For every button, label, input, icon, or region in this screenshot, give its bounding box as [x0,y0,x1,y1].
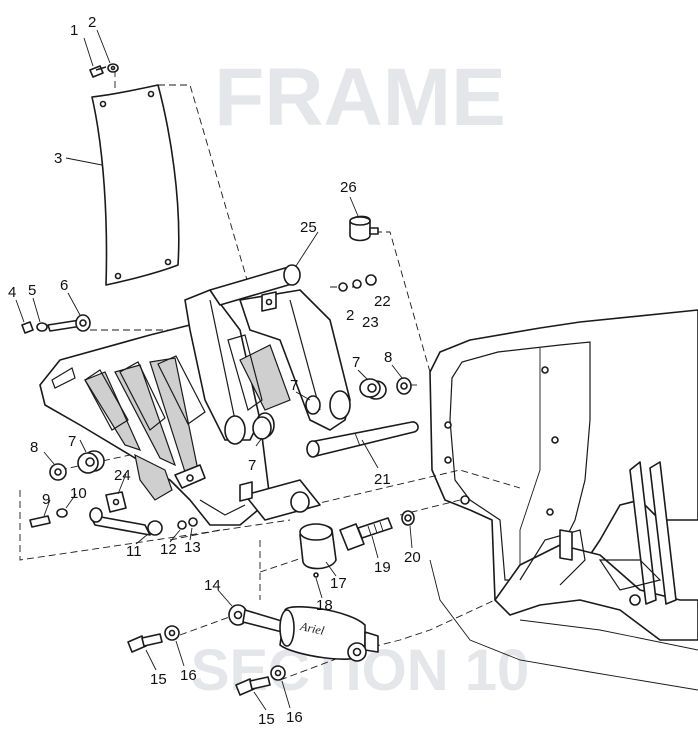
callout-21: 21 [374,471,391,488]
callout-23: 23 [362,314,379,331]
callout-16a: 16 [180,667,197,684]
left-spindle-bolt [21,314,91,334]
chain-adjuster [29,491,198,536]
callout-16b: 16 [286,709,303,726]
callout-8a: 8 [384,349,392,366]
callout-26: 26 [340,179,357,196]
callout-7b: 7 [68,433,76,450]
top-bolt-washer [89,63,119,78]
callout-17: 17 [330,575,347,592]
callout-10: 10 [70,485,87,502]
callout-13: 13 [184,539,201,556]
shock-cup [299,523,337,578]
callouts: 1 2 3 4 5 6 7 8 2 23 22 7 8 7 7 25 26 21… [8,14,421,728]
callout-7d: 7 [248,457,256,474]
callout-3: 3 [54,150,62,167]
bump-stop [349,215,379,242]
shock-pins [127,625,286,696]
callout-15a: 15 [150,671,167,688]
callout-22: 22 [374,293,391,310]
frame-section [429,309,698,691]
callout-2: 2 [88,14,96,31]
pivot-spindle [306,421,419,458]
callout-14: 14 [204,577,221,594]
swing-arm-casting [39,264,351,526]
shock-brand-label: Ariel [298,619,326,638]
callout-5: 5 [28,282,36,299]
chain-guard [134,453,173,501]
callout-19: 19 [374,559,391,576]
bleed-title-top: FRAME [214,52,506,143]
pivot-bushes [49,377,412,481]
shock-mount-bolt [339,510,415,551]
callout-8b: 8 [30,439,38,456]
callout-15b: 15 [258,711,275,728]
callout-4: 4 [8,284,16,301]
callout-2b: 2 [346,307,354,324]
callout-12: 12 [160,541,177,558]
leader-lines [15,29,413,711]
callout-20: 20 [404,549,421,566]
callout-1: 1 [70,22,78,39]
callout-24: 24 [114,467,131,484]
callout-25: 25 [300,219,317,236]
callout-11: 11 [126,543,142,560]
mudguard-plate [91,84,180,286]
callout-9: 9 [42,491,50,508]
shock-absorber: Ariel [228,604,379,662]
callout-6: 6 [60,277,68,294]
callout-18: 18 [316,597,333,614]
upper-washers [338,274,377,292]
callout-7a: 7 [352,354,360,371]
callout-7c: 7 [290,377,298,394]
